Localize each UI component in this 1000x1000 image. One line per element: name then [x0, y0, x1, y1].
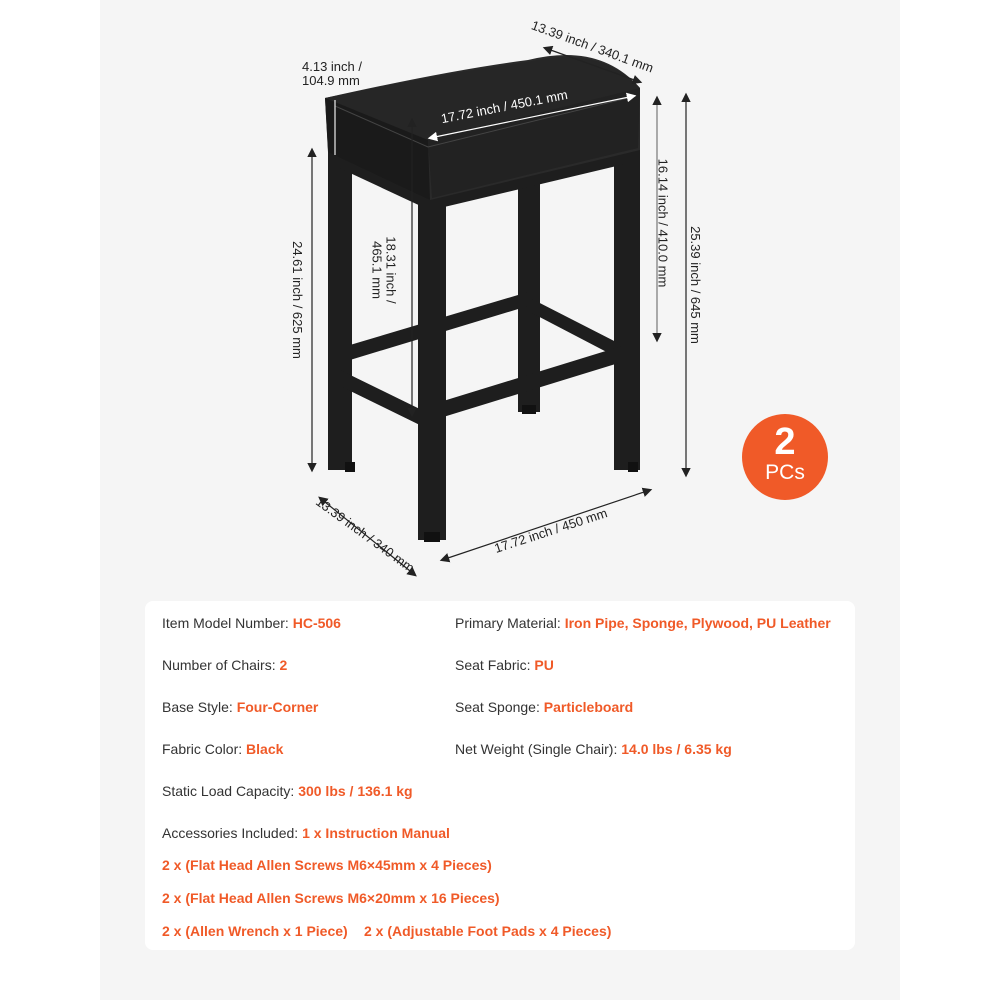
accessory-item: 2 x (Flat Head Allen Screws M6×20mm x 16… — [162, 890, 500, 906]
spec-value: PU — [534, 657, 554, 673]
spec-base: Base Style: Four-Corner — [162, 699, 318, 715]
bar-stool-illustration — [307, 45, 691, 577]
seat-thickness-line2: 104.9 mm — [302, 73, 360, 88]
spec-label: Accessories Included: — [162, 825, 303, 841]
spec-accessories: Accessories Included: 1 x Instruction Ma… — [162, 825, 450, 841]
spec-sponge: Seat Sponge: Particleboard — [455, 699, 633, 715]
badge-unit: PCs — [765, 461, 805, 484]
spec-value: Four-Corner — [236, 699, 319, 715]
spec-label: Static Load Capacity: — [162, 783, 299, 799]
seat-thickness-label: 4.13 inch / 104.9 mm — [302, 60, 362, 88]
spec-label: Seat Fabric: — [455, 657, 535, 673]
seat-height-label: 24.61 inch / 625 mm — [289, 241, 305, 359]
spec-label: Seat Sponge: — [455, 699, 544, 715]
spec-weight: Net Weight (Single Chair): 14.0 lbs / 6.… — [455, 741, 732, 757]
accessory-item: 2 x (Allen Wrench x 1 Piece) — [162, 923, 348, 939]
spec-label: Primary Material: — [455, 615, 565, 631]
spec-label: Number of Chairs: — [162, 657, 280, 673]
spec-value: 2 — [279, 657, 288, 673]
accessory-item: 2 x (Adjustable Foot Pads x 4 Pieces) — [364, 923, 612, 939]
spec-card: Item Model Number: HC-506 Primary Materi… — [145, 601, 855, 950]
spec-value: 300 lbs / 136.1 kg — [298, 783, 413, 799]
spec-label: Item Model Number: — [162, 615, 293, 631]
inner-height-line1: 18.31 inch / — [383, 236, 399, 304]
spec-material: Primary Material: Iron Pipe, Sponge, Ply… — [455, 615, 831, 631]
spec-fabric: Seat Fabric: PU — [455, 657, 554, 673]
badge-number: 2 — [774, 421, 796, 463]
spec-label: Fabric Color: — [162, 741, 247, 757]
spec-color: Fabric Color: Black — [162, 741, 283, 757]
quantity-badge: 2 PCs — [742, 414, 828, 500]
spec-value: 1 x Instruction Manual — [302, 825, 450, 841]
dimension-lines — [307, 45, 691, 577]
leg-height-label: 16.14 inch / 410.0 mm — [655, 158, 671, 288]
accessory-item: 2 x (Flat Head Allen Screws M6×45mm x 4 … — [162, 857, 492, 873]
spec-label: Base Style: — [162, 699, 237, 715]
spec-value: Particleboard — [543, 699, 634, 715]
spec-model: Item Model Number: HC-506 — [162, 615, 341, 631]
spec-load: Static Load Capacity: 300 lbs / 136.1 kg — [162, 783, 413, 799]
spec-value: HC-506 — [292, 615, 341, 631]
stool-frame — [328, 140, 640, 542]
inner-height-line2: 465.1 mm — [369, 241, 385, 299]
spec-value: Iron Pipe, Sponge, Plywood, PU Leather — [564, 615, 831, 631]
spec-chairs: Number of Chairs: 2 — [162, 657, 287, 673]
spec-value: 14.0 lbs / 6.35 kg — [621, 741, 732, 757]
spec-label: Net Weight (Single Chair): — [455, 741, 622, 757]
spec-value: Black — [246, 741, 284, 757]
total-height-label: 25.39 inch / 645 mm — [687, 226, 703, 344]
inner-height-label: 18.31 inch / 465.1 mm — [369, 236, 399, 304]
seat-thickness-line1: 4.13 inch / — [302, 59, 362, 74]
